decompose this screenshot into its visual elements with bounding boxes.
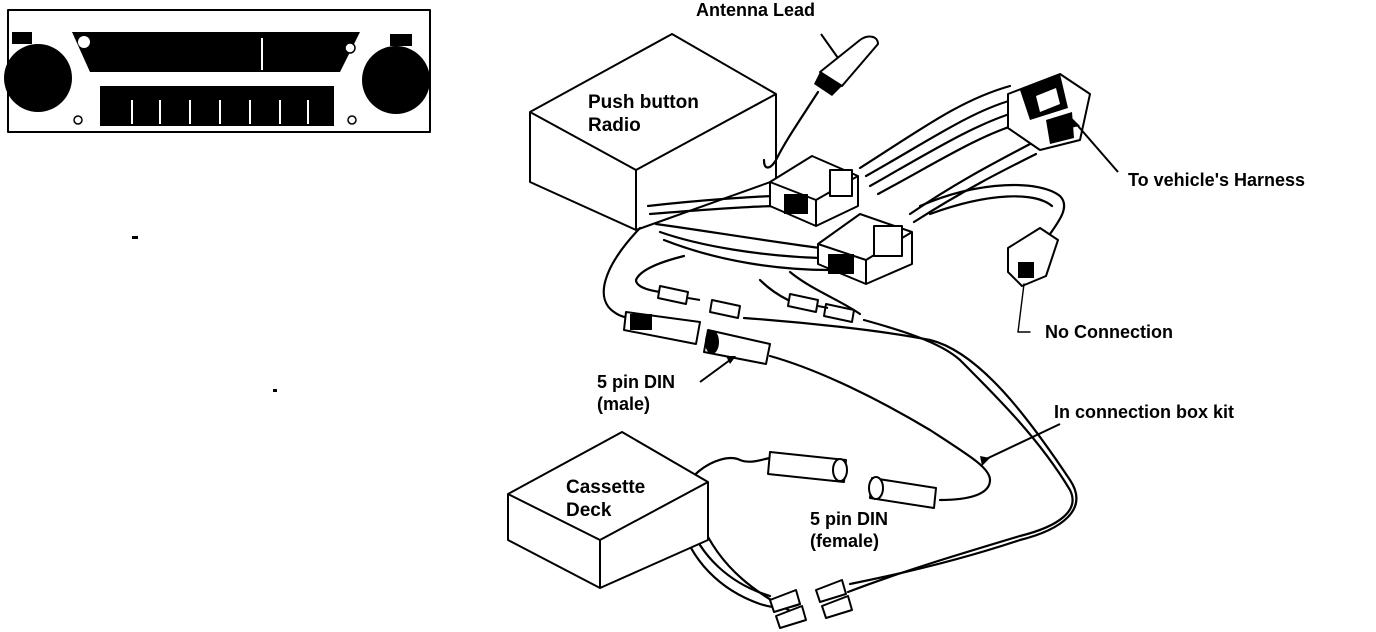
push-button-radio-label-1: Push button — [588, 92, 699, 113]
cassette-deck-label-1: Cassette — [566, 477, 645, 498]
din-male-label-2: (male) — [597, 394, 650, 414]
din-male-connectors — [623, 311, 771, 365]
din-female-label-2: (female) — [810, 531, 879, 551]
antenna-lead-label: Antenna Lead — [696, 0, 815, 20]
harness-connector-upper — [769, 155, 859, 227]
cassette-deck-box — [507, 431, 709, 589]
cassette-deck-label-2: Deck — [566, 500, 612, 521]
push-button-radio-box — [529, 33, 777, 231]
rca-plugs-upper — [657, 285, 855, 323]
radio-harness-wires — [646, 84, 1038, 272]
no-connection-label: No Connection — [1045, 322, 1173, 342]
push-button-radio-label-2: Radio — [588, 115, 641, 136]
rca-plugs-lower — [769, 579, 853, 629]
no-connection-plug — [918, 183, 1066, 287]
harness-connector-lower — [817, 213, 913, 285]
din-female-connectors — [767, 451, 937, 509]
radio-faceplate-illustration — [4, 9, 431, 133]
rca-and-din-cables — [602, 226, 1078, 618]
din-male-label-1: 5 pin DIN — [597, 372, 675, 392]
din-female-label-1: 5 pin DIN — [810, 509, 888, 529]
connection-box-kit-label: In connection box kit — [1054, 402, 1234, 422]
antenna-lead — [762, 33, 879, 169]
vehicle-harness-label: To vehicle's Harness — [1128, 170, 1305, 190]
vehicle-harness-plug — [1007, 73, 1091, 151]
